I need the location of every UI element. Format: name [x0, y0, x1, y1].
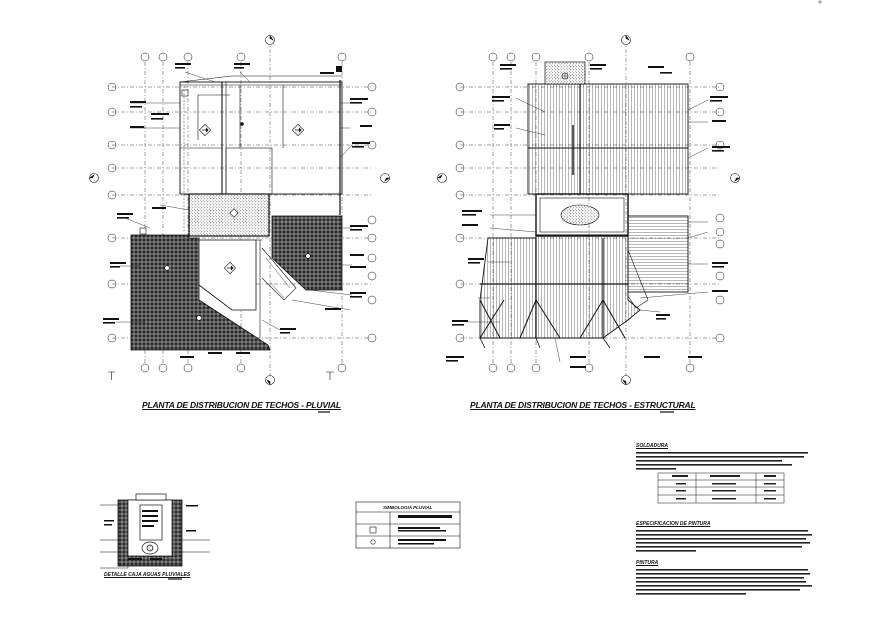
note-soldadura-title: SOLDADURA — [636, 443, 668, 449]
detail-title: DETALLE CAJA AGUAS PLUVIALES — [104, 572, 191, 578]
legend-table — [355, 501, 461, 549]
roof-plan-pluvial — [88, 34, 391, 386]
drain-box-detail — [100, 493, 210, 569]
plan-right-title: PLANTA DE DISTRIBUCION DE TECHOS - ESTRU… — [470, 400, 696, 410]
plan-left-title: PLANTA DE DISTRIBUCION DE TECHOS - PLUVI… — [142, 400, 341, 410]
legend-title: SIMBOLOGIA PLUVIAL — [383, 505, 433, 510]
note-pintura-title: PINTURA — [636, 560, 659, 566]
general-notes — [636, 452, 812, 595]
note-pintura-spec-title: ESPECIFICACION DE PINTURA — [636, 521, 711, 527]
roof-plan-structural — [436, 34, 741, 386]
